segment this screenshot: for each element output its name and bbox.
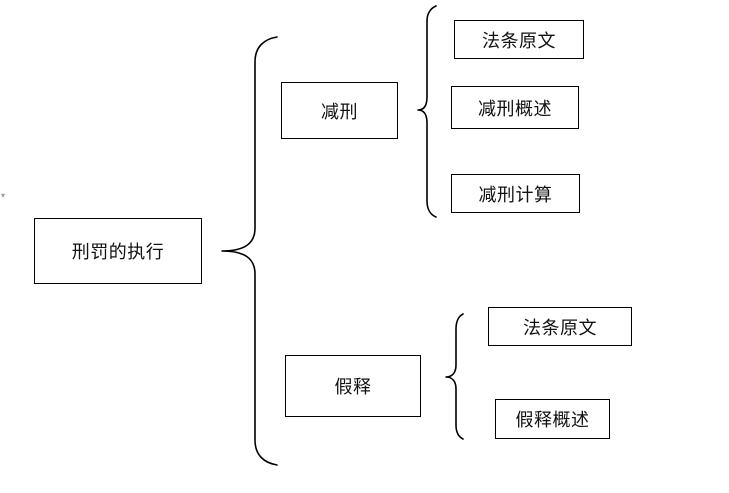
leaf-node-reduction-calculation: 减刑计算 [451,174,580,213]
brace-root [221,36,278,466]
leaf-label: 减刑计算 [478,184,553,206]
brace-parole [445,313,464,440]
leaf-node-reduction-law: 法条原文 [454,20,584,59]
branch-node-reduction: 减刑 [281,82,398,139]
leaf-label: 法条原文 [482,30,556,52]
leaf-node-parole-overview: 假释概述 [495,399,610,439]
branch-label-parole: 假释 [334,377,372,398]
brace-reduction [417,5,437,218]
root-node: 刑罚的执行 [34,218,202,284]
leaf-label: 假释概述 [515,410,590,431]
branch-label-reduction: 减刑 [321,101,358,123]
root-label: 刑罚的执行 [71,242,165,263]
branch-node-parole: 假释 [285,355,421,417]
leaf-node-reduction-overview: 减刑概述 [451,86,579,129]
leaf-label: 法条原文 [523,317,597,339]
leaf-label: 减刑概述 [478,98,552,120]
leaf-node-parole-law: 法条原文 [488,307,632,346]
collapse-marker-icon: ▾ [1,191,6,200]
